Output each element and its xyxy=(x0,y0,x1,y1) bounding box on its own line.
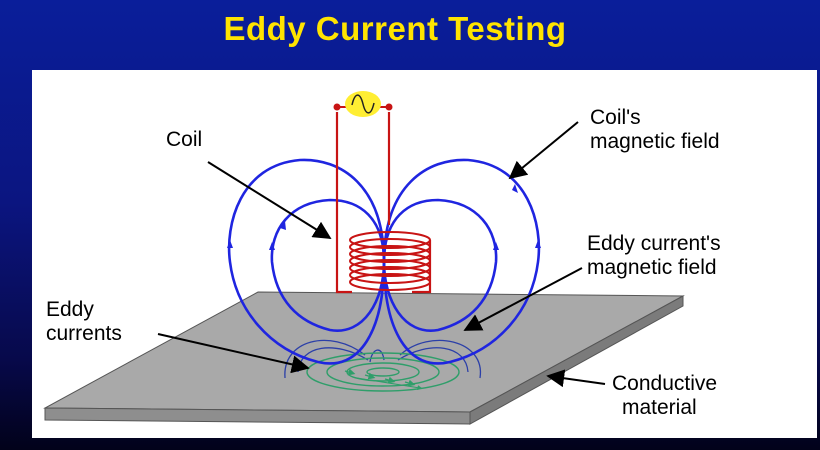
conductive-plate xyxy=(43,291,685,425)
eddy-current-diagram xyxy=(43,91,685,425)
eddy-field-pointer xyxy=(463,267,583,331)
coil xyxy=(335,112,432,294)
conductive-pointer xyxy=(546,369,606,388)
coil-field-label-line2: magnetic field xyxy=(590,130,720,153)
conductive-material-label-line1: Conductive xyxy=(612,372,718,395)
coil-field-label-line1: Coil's xyxy=(590,106,641,129)
coil-pointer xyxy=(207,161,332,239)
eddy-currents-pointer xyxy=(157,333,310,374)
coil-field-pointer xyxy=(508,121,579,180)
coil-field-right-outer xyxy=(382,158,541,365)
plate-side xyxy=(469,295,684,425)
coil-label: Coil xyxy=(166,128,203,151)
eddy-field-label-line2: magnetic field xyxy=(587,256,717,279)
diagram-panel: Coil Coil's magnetic field Eddy current'… xyxy=(32,70,817,438)
coil-field-right-inner xyxy=(382,198,498,332)
coil-lead-left xyxy=(335,112,352,294)
eddy-currents-label-line1: Eddy xyxy=(46,298,94,321)
conductive-material-label-line2: material xyxy=(622,396,697,419)
coil-field-left-inner xyxy=(270,198,386,332)
pointer-arrows xyxy=(157,121,606,388)
page-title: Eddy Current Testing xyxy=(223,10,567,47)
eddy-currents-label-line2: currents xyxy=(46,322,122,345)
ac-source-icon xyxy=(333,91,393,117)
eddy-field-label-line1: Eddy current's xyxy=(587,232,721,255)
field-arrow-marks xyxy=(227,184,541,250)
